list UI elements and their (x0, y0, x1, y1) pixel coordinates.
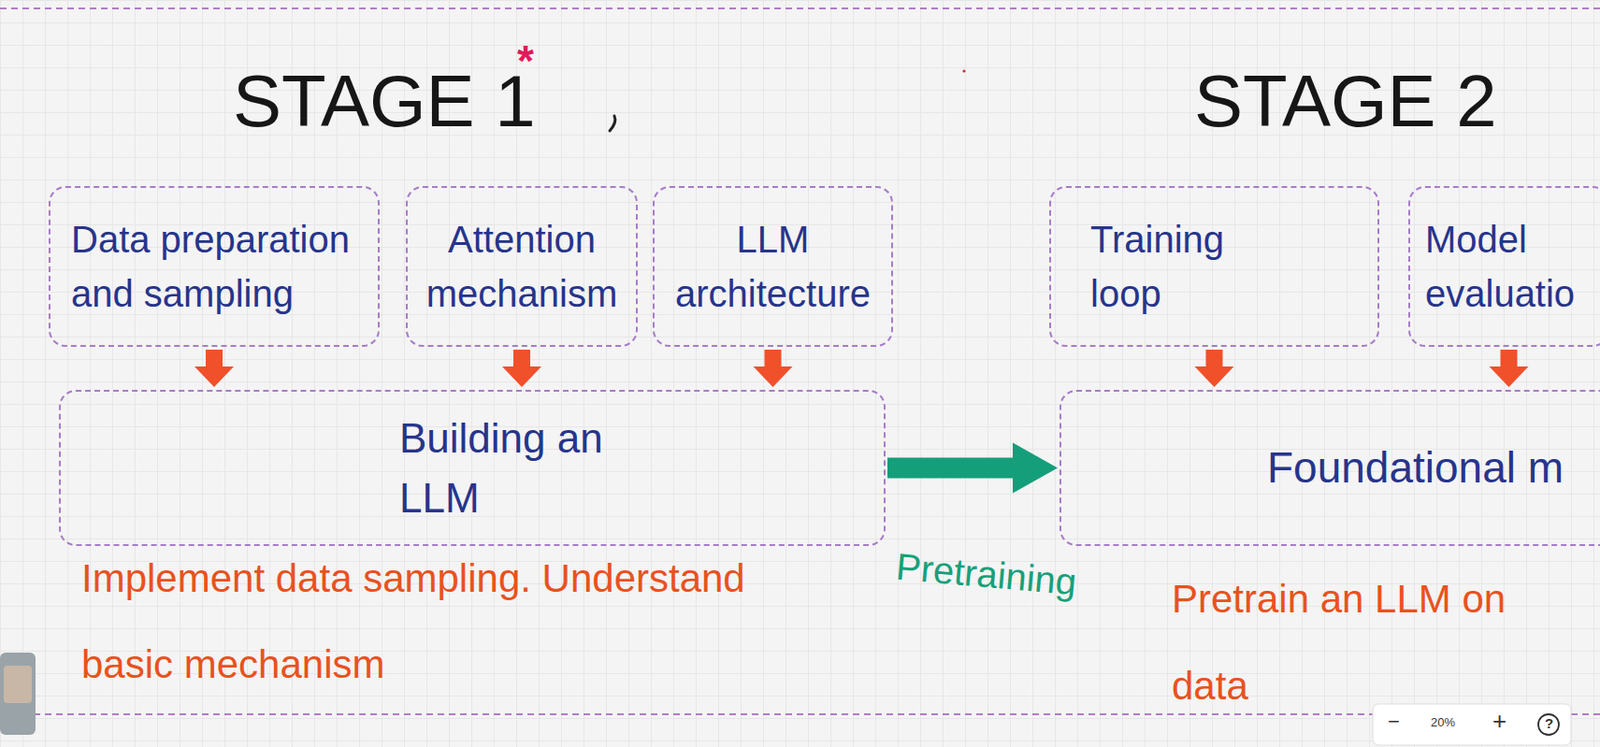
pen-mark (609, 115, 616, 131)
box-label: Attention mechanism (418, 212, 625, 321)
zoom-control: 20% (1430, 716, 1456, 730)
block-arrow (753, 349, 793, 388)
box-label: Training loop (1090, 212, 1278, 321)
process-box: Attention mechanism (405, 186, 638, 347)
pen-dot (962, 69, 966, 73)
stage-title: STAGE 2 (1194, 61, 1498, 143)
process-box: LLM architecture (652, 186, 894, 347)
dashed-divider (0, 713, 1600, 716)
asterisk-mark: * (517, 37, 534, 86)
process-box: Foundational m (1059, 389, 1600, 547)
annotation-note: Pretrain an LLM on data (1171, 555, 1528, 730)
webcam-thumbnail (3, 665, 32, 704)
stage-title: STAGE 1 (232, 61, 536, 143)
edge-label: Pretraining (893, 544, 1079, 606)
block-arrow (887, 443, 1058, 494)
process-box: Building an LLM (58, 389, 886, 547)
zoom-control: − (1387, 710, 1400, 734)
box-label: Data preparation and sampling (71, 212, 367, 321)
dashed-divider (0, 7, 1600, 10)
box-label: Foundational m (1267, 436, 1586, 500)
zoom-control: + (1492, 707, 1507, 736)
process-box: Model evaluatio (1408, 186, 1600, 347)
box-label: Building an LLM (399, 408, 624, 529)
help-icon (1538, 714, 1559, 736)
block-arrow (1489, 349, 1529, 388)
annotation-note: Implement data sampling. Understand basi… (81, 535, 821, 708)
box-label: LLM architecture (665, 212, 880, 321)
zoom-control: ? (1544, 716, 1554, 733)
webcam-thumbnail (0, 652, 36, 736)
block-arrow (1195, 349, 1235, 388)
box-label: Model evaluatio (1425, 212, 1585, 321)
block-arrow (502, 349, 542, 388)
block-arrow (194, 349, 234, 388)
process-box: Data preparation and sampling (48, 186, 380, 347)
process-box: Training loop (1049, 186, 1380, 347)
zoom-panel (1372, 704, 1572, 746)
